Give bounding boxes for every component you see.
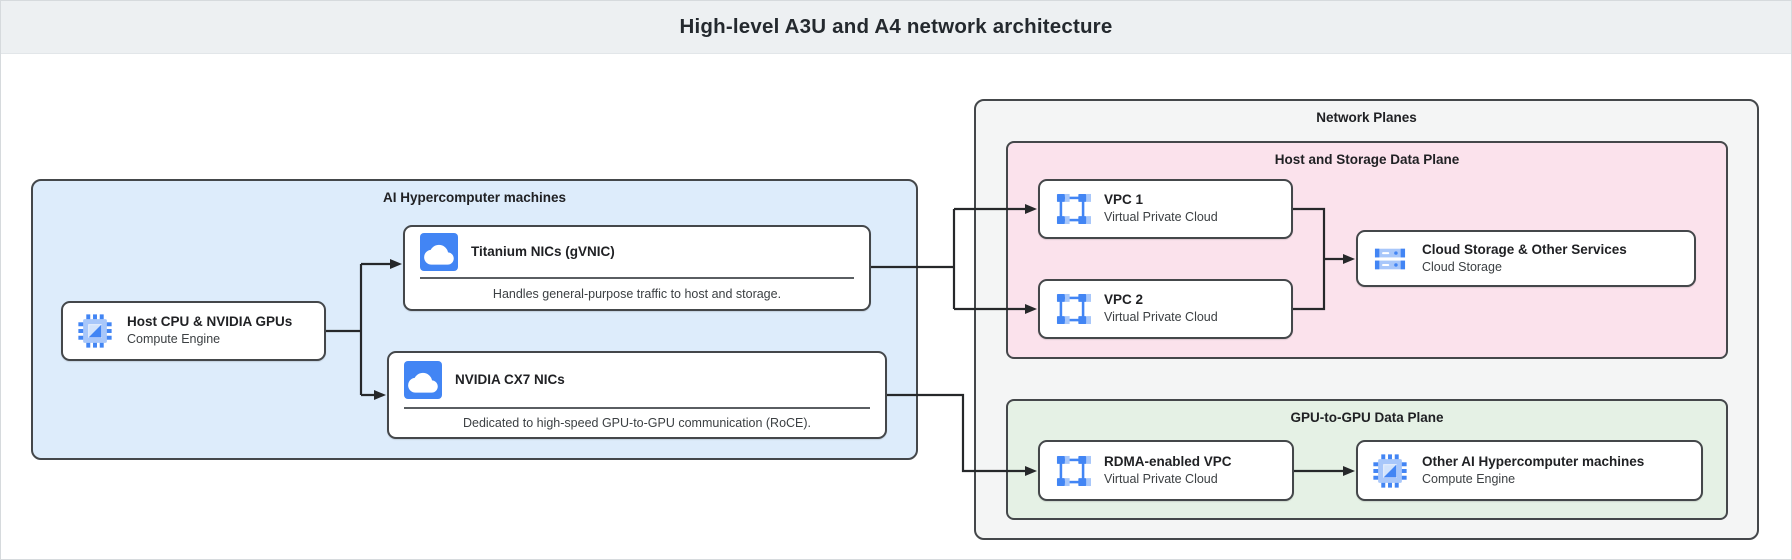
- node-subtitle: Compute Engine: [1422, 471, 1516, 486]
- node-title: Titanium NICs (gVNIC): [471, 243, 615, 259]
- node-title: VPC 1: [1104, 192, 1144, 208]
- node-title: RDMA-enabled VPC: [1104, 453, 1232, 469]
- cloud-nic-icon: [404, 361, 442, 399]
- vpc-icon: [1053, 190, 1091, 228]
- group-label: Host and Storage Data Plane: [1274, 152, 1460, 167]
- group-label: GPU-to-GPU Data Plane: [1290, 410, 1444, 425]
- node-description: Dedicated to high-speed GPU-to-GPU commu…: [462, 416, 812, 430]
- vpc-icon: [1053, 452, 1091, 490]
- node-title: Other AI Hypercomputer machines: [1422, 453, 1645, 469]
- node-rdma-enabled-vpc: RDMA-enabled VPC Virtual Private Cloud: [1038, 440, 1294, 501]
- page-title: High-level A3U and A4 network architectu…: [679, 15, 1113, 38]
- compute-engine-icon: [76, 312, 114, 350]
- diagram-header: High-level A3U and A4 network architectu…: [1, 1, 1791, 54]
- node-title: Host CPU & NVIDIA GPUs: [127, 314, 293, 330]
- node-subtitle: Compute Engine: [127, 332, 221, 347]
- node-subtitle: Virtual Private Cloud: [1104, 471, 1218, 486]
- divider: [420, 277, 854, 279]
- node-cloud-storage-other-services: Cloud Storage & Other Services Cloud Sto…: [1356, 230, 1696, 287]
- node-title: NVIDIA CX7 NICs: [455, 371, 565, 387]
- node-title: Cloud Storage & Other Services: [1422, 241, 1627, 257]
- cloud-nic-icon: [420, 233, 458, 271]
- compute-engine-icon: [1371, 452, 1409, 490]
- node-subtitle: Cloud Storage: [1422, 259, 1502, 274]
- group-label: AI Hypercomputer machines: [382, 190, 567, 205]
- node-titanium-nics: Titanium NICs (gVNIC) Handles general-pu…: [403, 225, 871, 311]
- cloud-storage-icon: [1371, 240, 1409, 278]
- node-subtitle: Virtual Private Cloud: [1104, 310, 1218, 325]
- node-vpc-2: VPC 2 Virtual Private Cloud: [1038, 279, 1293, 339]
- node-subtitle: Virtual Private Cloud: [1104, 210, 1218, 225]
- divider: [404, 407, 870, 409]
- node-title: VPC 2: [1104, 292, 1144, 308]
- group-label: Network Planes: [1316, 110, 1417, 125]
- node-other-ai-hypercomputer-machines: Other AI Hypercomputer machines Compute …: [1356, 440, 1703, 501]
- node-host-cpu-nvidia-gpus: Host CPU & NVIDIA GPUs Compute Engine: [61, 301, 326, 361]
- node-nvidia-cx7-nics: NVIDIA CX7 NICs Dedicated to high-speed …: [387, 351, 887, 439]
- vpc-icon: [1053, 290, 1091, 328]
- node-vpc-1: VPC 1 Virtual Private Cloud: [1038, 179, 1293, 239]
- node-description: Handles general-purpose traffic to host …: [492, 287, 782, 301]
